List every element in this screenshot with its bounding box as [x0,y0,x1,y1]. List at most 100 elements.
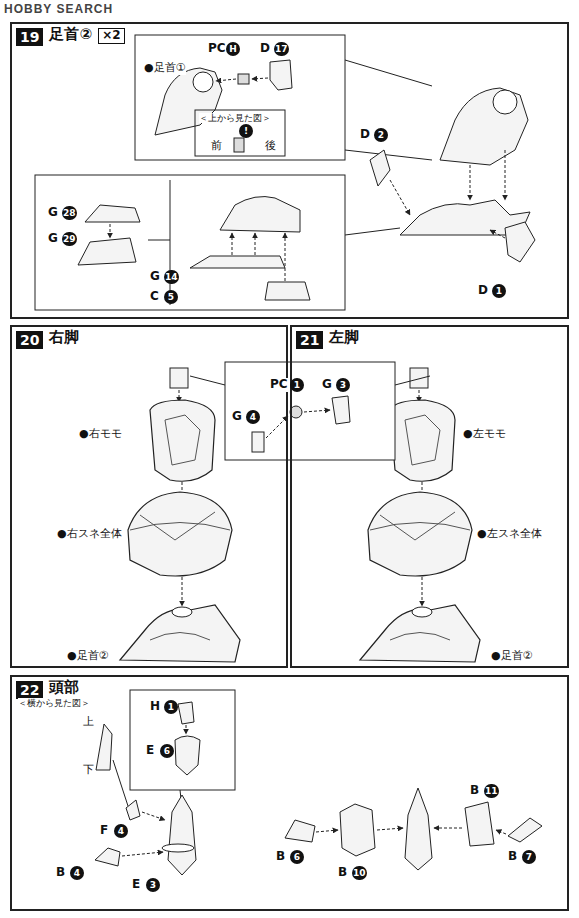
part-drawing [220,197,300,232]
part-drawing [265,282,310,300]
part-drawing [142,812,165,820]
callout-number: 10 [352,866,367,880]
callout-number: 1 [164,700,178,714]
part-label: 上 [82,716,95,729]
part-drawing [285,820,315,842]
part-drawing [126,800,140,820]
part-drawing [345,228,400,235]
runner-letter: G [150,270,160,284]
part-drawing [190,376,225,385]
callout-number: 29 [62,232,77,246]
part-label: ●足首① [143,62,186,75]
step-number: 21 [296,331,323,349]
runner-letter: G [322,378,332,392]
part-drawing [304,410,330,412]
part-drawing [508,818,542,842]
callout-number: 17 [274,42,289,56]
part-drawing [216,79,236,81]
callout-number: 14 [164,270,179,284]
part-drawing [113,760,128,806]
callout-number: 1 [492,284,506,298]
callout-number: H [226,42,240,56]
step-title: 左脚 [329,329,359,346]
step-panel: 19足首②×2 [10,22,569,319]
part-drawing [252,78,268,79]
part-label: ●足首② [66,650,109,663]
part-drawing [85,205,140,222]
part-drawing [255,233,256,255]
part-drawing [95,848,120,866]
callout-number: 7 [522,850,536,864]
part-drawing [225,362,395,460]
part-drawing [316,830,338,832]
part-label: 前 [210,140,223,153]
part-drawing [252,432,264,452]
callout-number: 5 [164,290,178,304]
runner-letter: PC [270,378,288,392]
runner-letter: D [260,42,270,56]
part-drawing [370,150,390,186]
callout-number: 6 [290,850,304,864]
part-drawing [238,74,249,84]
part-drawing [470,165,471,200]
callout-number: 4 [114,824,128,838]
part-drawing [195,110,285,156]
runner-letter: B [470,784,479,798]
runner-letter: PC [208,42,226,56]
part-label: 後 [264,140,277,153]
callout-number: ! [239,124,253,138]
part-drawing [170,180,171,305]
runner-letter: F [100,824,108,838]
part-drawing [168,795,196,875]
part-drawing [35,175,345,310]
step-number: 22 [16,681,43,699]
runner-letter: D [478,284,488,298]
part-drawing [332,396,350,424]
part-drawing [110,224,111,238]
part-label: ●左モモ [462,428,507,441]
callout-number: 4 [70,866,84,880]
part-drawing [505,150,506,200]
runner-letter: H [150,700,160,714]
part-drawing [505,222,535,262]
part-drawing [395,376,430,385]
runner-letter: G [48,206,58,220]
part-label: ●右モモ [78,428,123,441]
part-drawing [377,828,403,830]
runner-letter: B [508,850,517,864]
part-label: ●足首② [490,650,533,663]
step-title: 右脚 [49,329,79,346]
part-drawing [340,804,375,856]
callout-number: 3 [336,378,350,392]
runner-letter: G [232,410,242,424]
part-drawing [96,724,112,770]
step-title: 足首② [49,26,92,43]
part-drawing [175,736,200,775]
callout-number: 1 [290,378,304,392]
step-title: 頭部 [49,679,79,696]
runner-letter: E [132,878,140,892]
part-drawing [490,230,505,238]
part-drawing [270,60,292,90]
part-drawing [148,240,170,241]
part-drawing [465,802,494,846]
part-drawing [135,35,345,160]
part-drawing [78,238,136,265]
part-label: 下 [82,764,95,777]
watermark: HOBBY SEARCH [4,3,113,17]
part-drawing [434,828,462,829]
part-drawing [190,256,285,268]
part-drawing [440,88,528,165]
part-drawing [130,690,235,790]
step-panel: 20 右脚 [10,325,288,668]
quantity-box: ×2 [98,28,124,44]
runner-letter: G [48,232,58,246]
callout-number: 28 [62,206,77,220]
callout-number: 11 [484,784,499,798]
part-label: ●右スネ全体 [56,528,123,541]
callout-number: 4 [246,410,260,424]
step-number: 20 [16,331,43,349]
part-drawing [345,60,432,86]
